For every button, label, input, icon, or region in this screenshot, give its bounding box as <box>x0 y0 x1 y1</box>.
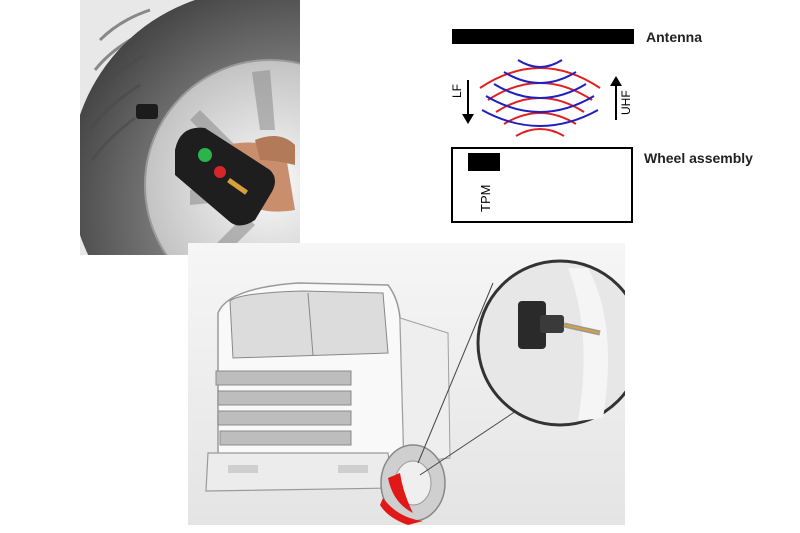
tpm-label: TPM <box>478 185 493 212</box>
lf-label: LF <box>450 84 464 98</box>
tpm-block <box>468 153 500 171</box>
truck-illustration <box>188 243 625 525</box>
uhf-label: UHF <box>619 90 633 115</box>
tpms-tool-icon <box>175 127 275 226</box>
wheel-assembly-label: Wheel assembly <box>644 150 753 166</box>
antenna-bar <box>452 29 634 44</box>
sensor-icon <box>136 104 158 119</box>
truck-icon <box>205 282 451 525</box>
antenna-label: Antenna <box>646 29 702 45</box>
sensor-zoom-callout <box>476 259 625 427</box>
tpms-tool-photo <box>80 0 300 255</box>
tpms-signal-diagram: Antenna LF UHF TPM Wheel assembly <box>450 29 753 223</box>
uhf-waves <box>481 59 599 127</box>
